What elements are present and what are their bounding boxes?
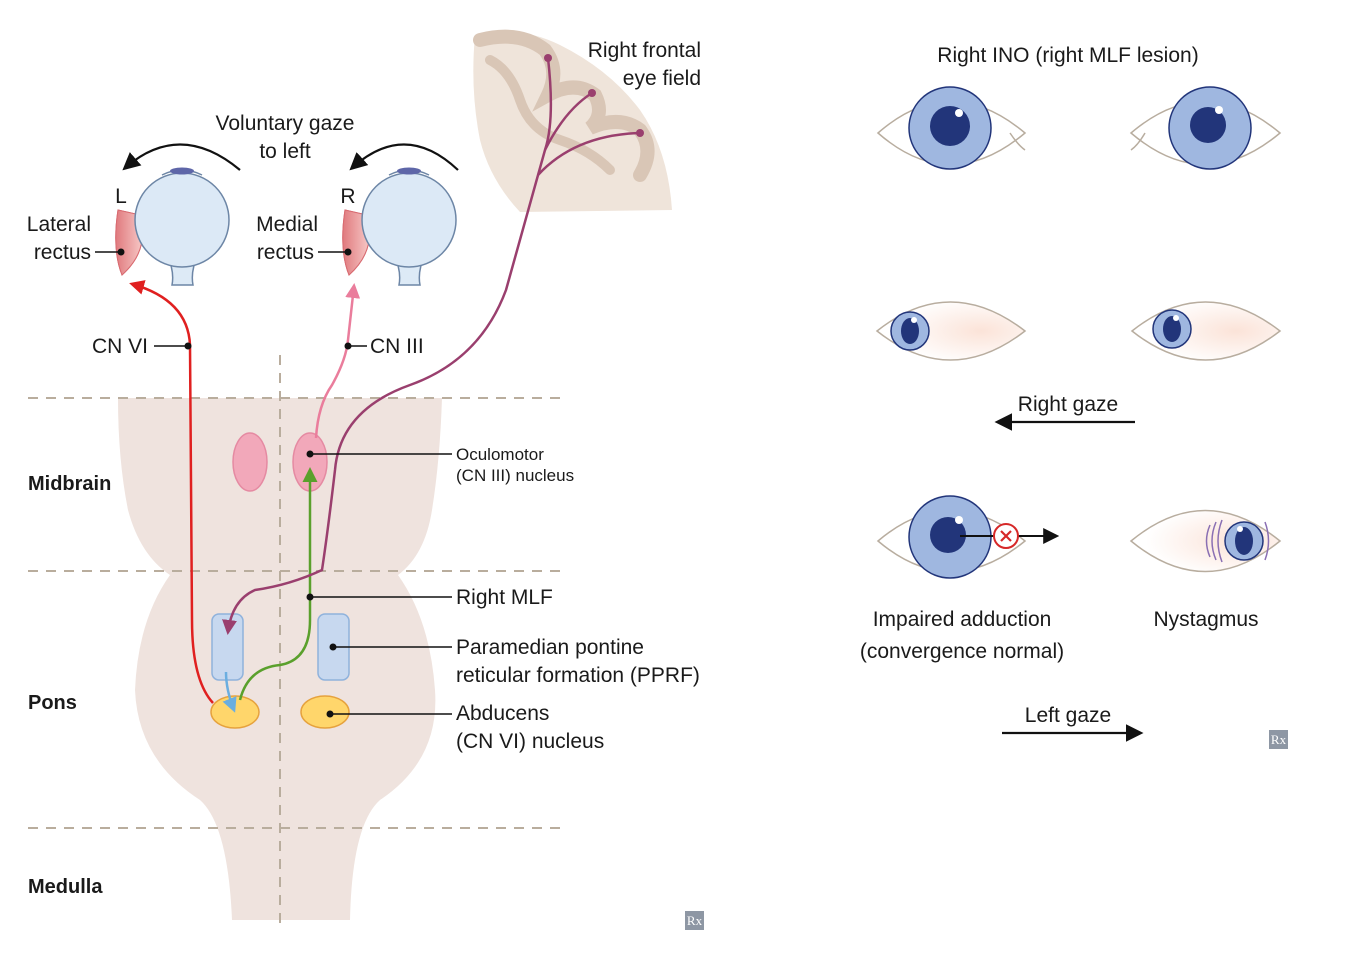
midbrain-label: Midbrain <box>28 473 111 495</box>
eye-row2-left <box>875 301 1027 361</box>
fef-dot-1 <box>544 54 552 62</box>
fef-label-line1: Right frontal <box>588 39 701 62</box>
left-gaze-arrow <box>122 143 241 171</box>
svg-text:Rx: Rx <box>687 913 703 928</box>
abducens-line1: Abducens <box>456 702 549 725</box>
impaired-line2: (convergence normal) <box>860 640 1064 663</box>
oculomotor-line2: (CN III) nucleus <box>456 466 574 485</box>
dashed-guides <box>28 355 565 930</box>
medial-rectus-line2: rectus <box>257 241 314 264</box>
right-gaze-label: Right gaze <box>1018 393 1118 416</box>
left-oculomotor-nucleus <box>232 432 268 492</box>
lateral-rectus-line1: Lateral <box>27 213 91 236</box>
cn6-pathway <box>129 280 214 704</box>
abducens-line2: (CN VI) nucleus <box>456 730 604 753</box>
fef-label-line2: eye field <box>623 67 701 90</box>
pprf-to-abducens-pathway <box>222 671 237 713</box>
left-eyeball <box>115 167 230 286</box>
eye-row3-right <box>1129 509 1282 573</box>
medulla-label: Medulla <box>28 876 103 898</box>
left-abducens-nucleus <box>210 695 260 729</box>
logo-left: Rx <box>685 911 704 930</box>
abducens-dot <box>326 710 334 718</box>
pprf-dot <box>329 643 337 651</box>
cn6-label: CN VI <box>92 335 148 358</box>
right-gaze-arrow <box>349 143 459 171</box>
eye-row3-left <box>876 495 1060 579</box>
nystagmus-label: Nystagmus <box>1153 608 1258 631</box>
fef-dot-3 <box>636 129 644 137</box>
left-gaze-label: Left gaze <box>1025 704 1111 727</box>
eye-row2-right <box>1130 301 1282 361</box>
lateral-rectus-line2: rectus <box>34 241 91 264</box>
fef-dot-2 <box>588 89 596 97</box>
mlf-dot <box>306 593 314 601</box>
pons-label: Pons <box>28 692 77 714</box>
medial-rectus-dot <box>344 248 352 256</box>
svg-text:Rx: Rx <box>1271 732 1287 747</box>
eye-letter-right: R <box>340 185 355 208</box>
impaired-line1: Impaired adduction <box>873 608 1052 631</box>
pprf-line2: reticular formation (PPRF) <box>456 664 700 687</box>
eye-row1-right <box>1129 86 1282 170</box>
frontal-eye-field-pathway <box>222 57 553 635</box>
left-pprf <box>211 613 244 681</box>
mlf-label: Right MLF <box>456 586 553 609</box>
lateral-rectus-dot <box>117 248 125 256</box>
cn3-dot <box>344 342 352 350</box>
ino-title: Right INO (right MLF lesion) <box>937 44 1198 67</box>
cn6-dot <box>184 342 192 350</box>
logo-right: Rx <box>1269 730 1288 749</box>
eye-letter-left: L <box>115 185 127 208</box>
pprf-line1: Paramedian pontine <box>456 636 644 659</box>
gaze-label-line2: to left <box>259 140 311 163</box>
right-abducens-nucleus <box>300 695 350 729</box>
fef-branch-2 <box>537 131 641 176</box>
brainstem <box>118 398 442 920</box>
right-eyeball <box>342 167 457 286</box>
mlf-pathway <box>238 467 318 701</box>
medial-rectus-line1: Medial <box>256 213 318 236</box>
oculomotor-line1: Oculomotor <box>456 445 544 464</box>
gaze-label-line1: Voluntary gaze <box>216 112 355 135</box>
eye-row1-left <box>876 86 1027 170</box>
cn3-label: CN III <box>370 335 424 358</box>
fef-branch-1 <box>543 91 593 151</box>
oculomotor-dot <box>306 450 314 458</box>
